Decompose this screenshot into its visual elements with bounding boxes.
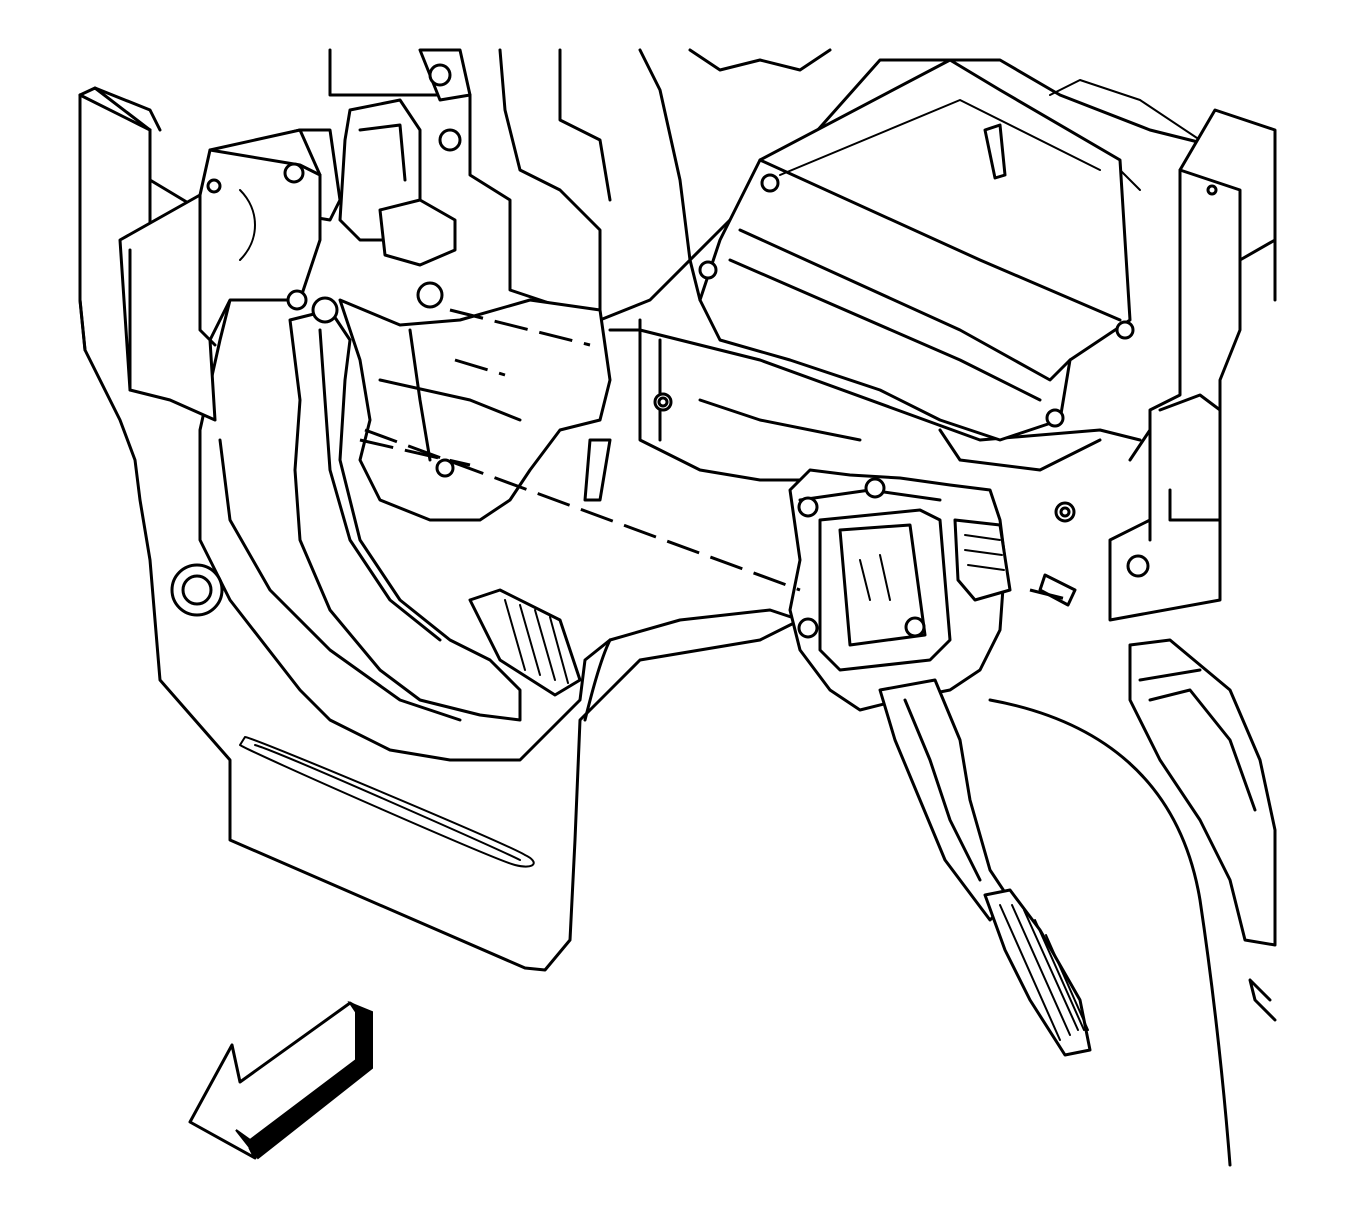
floor-pan-edge	[583, 638, 1232, 1167]
accelerator-pedal-mount-bracket	[788, 468, 1007, 712]
dash-panel-insulator	[338, 298, 612, 522]
accelerator-pedal-sensor-connector	[953, 518, 1012, 602]
forward-direction-arrow-icon	[188, 1000, 373, 1160]
brake-pedal-arm	[218, 296, 582, 722]
accelerator-pedal-pad	[983, 888, 1092, 1057]
pedal-position-switch	[338, 48, 472, 309]
alignment-lines	[359, 308, 1071, 602]
accelerator-pedal-arm	[878, 678, 1012, 922]
dash-mounting-nuts	[653, 392, 1077, 607]
right-support-bracket	[1108, 108, 1277, 622]
hvac-duct-housing	[698, 58, 1135, 442]
lower-right-duct	[1128, 638, 1277, 1022]
brake-pedal-mounting-bracket	[118, 128, 322, 422]
